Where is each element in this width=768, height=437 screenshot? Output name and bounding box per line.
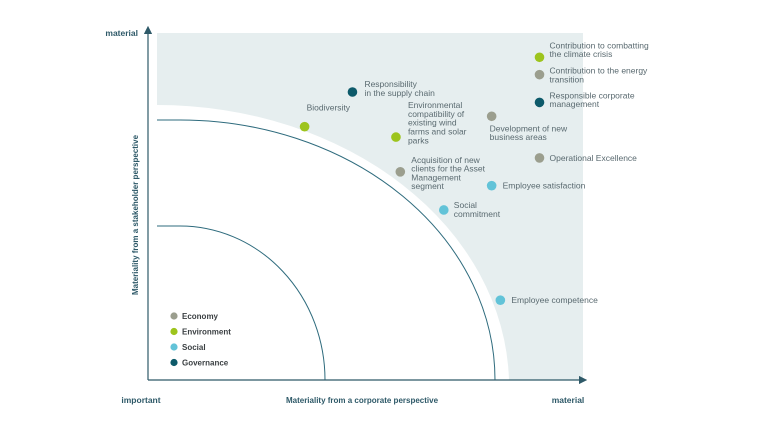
outer-threshold-arc — [157, 119, 496, 381]
point-label: Employee competence — [511, 295, 598, 305]
data-point — [486, 111, 497, 122]
data-point — [395, 167, 406, 177]
data-point — [534, 52, 545, 63]
point-label: Biodiversity — [307, 103, 351, 113]
legend-swatch — [170, 312, 178, 320]
data-point — [534, 69, 545, 80]
data-point — [534, 153, 545, 163]
y-axis-end-label: material — [105, 28, 138, 38]
legend-swatch — [170, 343, 178, 351]
data-point — [391, 132, 401, 142]
y-axis-title: Materiality from a stakeholder perspecti… — [131, 134, 140, 295]
legend-label: Economy — [182, 312, 219, 321]
x-axis-title: Materiality from a corporate perspective — [286, 396, 439, 405]
data-point — [495, 295, 506, 305]
point-label: Operational Excellence — [550, 153, 638, 163]
legend-swatch — [170, 327, 178, 336]
data-point — [347, 87, 358, 97]
inner-threshold-arc — [157, 225, 326, 381]
data-point — [534, 97, 545, 108]
legend-label: Environment — [182, 328, 231, 337]
legend-swatch — [170, 358, 178, 367]
data-point — [299, 121, 310, 132]
point-label: Employee satisfaction — [503, 181, 586, 191]
legend-label: Governance — [182, 359, 229, 368]
x-axis-end-label: material — [552, 395, 585, 405]
data-point — [486, 180, 497, 191]
low-materiality-zone — [156, 104, 509, 380]
legend-label: Social — [182, 343, 206, 352]
x-axis-start-label: important — [121, 395, 160, 405]
data-point — [439, 205, 449, 215]
